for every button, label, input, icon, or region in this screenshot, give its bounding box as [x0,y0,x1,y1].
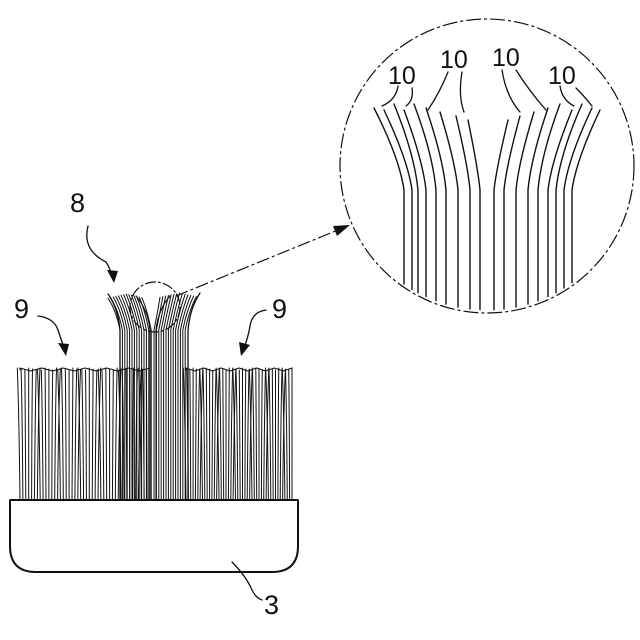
leader-10-a2 [406,88,412,106]
bristle-line [112,370,113,500]
bristle-line [106,368,107,500]
bristle-line [278,368,279,500]
leader-10-c [502,70,520,112]
bristle-line [45,368,46,500]
bristle-line [206,368,207,500]
leader-8 [87,226,112,276]
magnification-leader-line [176,230,338,296]
bristle-line [55,368,57,500]
bristle-line [21,369,23,500]
brush-head-base [10,500,298,572]
bristle-line [75,369,77,500]
leader-9-left-arrowhead [58,343,69,356]
label-tip-d: 10 [548,62,576,90]
bristle-line [261,370,262,500]
bristle-line [86,370,87,500]
bristle-line [32,369,33,500]
bristle-line [494,120,508,310]
bristle-line [41,370,43,500]
bristle-line [236,369,238,500]
leader-10-b2 [460,72,464,112]
leader-10-c2 [516,70,546,110]
center-bristle-tuft [108,293,200,500]
bristle-line [25,370,26,500]
leader-10-b [428,72,448,110]
label-left-tuft: 9 [14,294,29,324]
right-bristle-tuft [183,368,292,500]
bristle-line [212,370,213,500]
bristle-line [92,369,93,500]
bristle-line [220,368,222,500]
bristle-line [17,368,20,500]
leader-8-arrowhead [107,270,118,283]
bristle-line [247,370,249,500]
bristle-line [556,104,582,293]
bristle-line [65,369,66,500]
bristle-line [394,104,418,293]
bristle-line [195,369,196,500]
label-center-tuft: 8 [70,188,85,218]
bristle-line [286,369,288,500]
bristle-line [214,368,216,500]
bristle-line [231,369,233,500]
label-tip-b: 10 [440,46,468,74]
bristle-line [52,370,53,500]
bristle-line [280,369,282,500]
bristle-line [95,370,97,500]
bristle-line [516,112,534,307]
bristle-line [245,369,246,500]
bristle-line [256,368,257,500]
bristle-line [440,112,458,307]
magnification-arrowhead [333,225,350,236]
leader-3 [232,562,262,600]
bristle-line [289,370,290,500]
bristle-line [190,370,191,500]
magnified-bristle-tips [374,104,600,310]
leader-10-d2 [576,88,592,106]
bristle-line [133,368,134,500]
magnified-detail-circle [340,19,634,313]
label-brush-head: 3 [264,590,279,620]
label-tip-a: 10 [388,62,416,90]
bristle-line [223,369,224,500]
bristle-line [264,368,266,500]
bristle-line [272,369,273,500]
bristle-line [198,370,200,500]
label-right-tuft: 9 [272,294,287,324]
bristle-line [374,108,404,284]
bristle-line [404,110,426,297]
bristle-line [34,370,36,500]
bristle-line [253,370,255,500]
bristle-line [203,370,205,500]
bristle-line [564,108,592,288]
bristle-line [102,370,104,500]
bristle-line [504,116,520,309]
bristle-line [115,368,117,500]
bristle-line [82,369,84,500]
leader-9-right [244,310,266,348]
label-tip-c: 10 [492,44,520,72]
bristle-line [62,368,64,500]
bristle-line [72,368,73,500]
leader-9-right-arrowhead [239,342,250,356]
bristle-line [572,110,600,283]
bristle-line [269,368,271,500]
bristle-line [228,368,229,500]
bristle-line [239,370,240,500]
